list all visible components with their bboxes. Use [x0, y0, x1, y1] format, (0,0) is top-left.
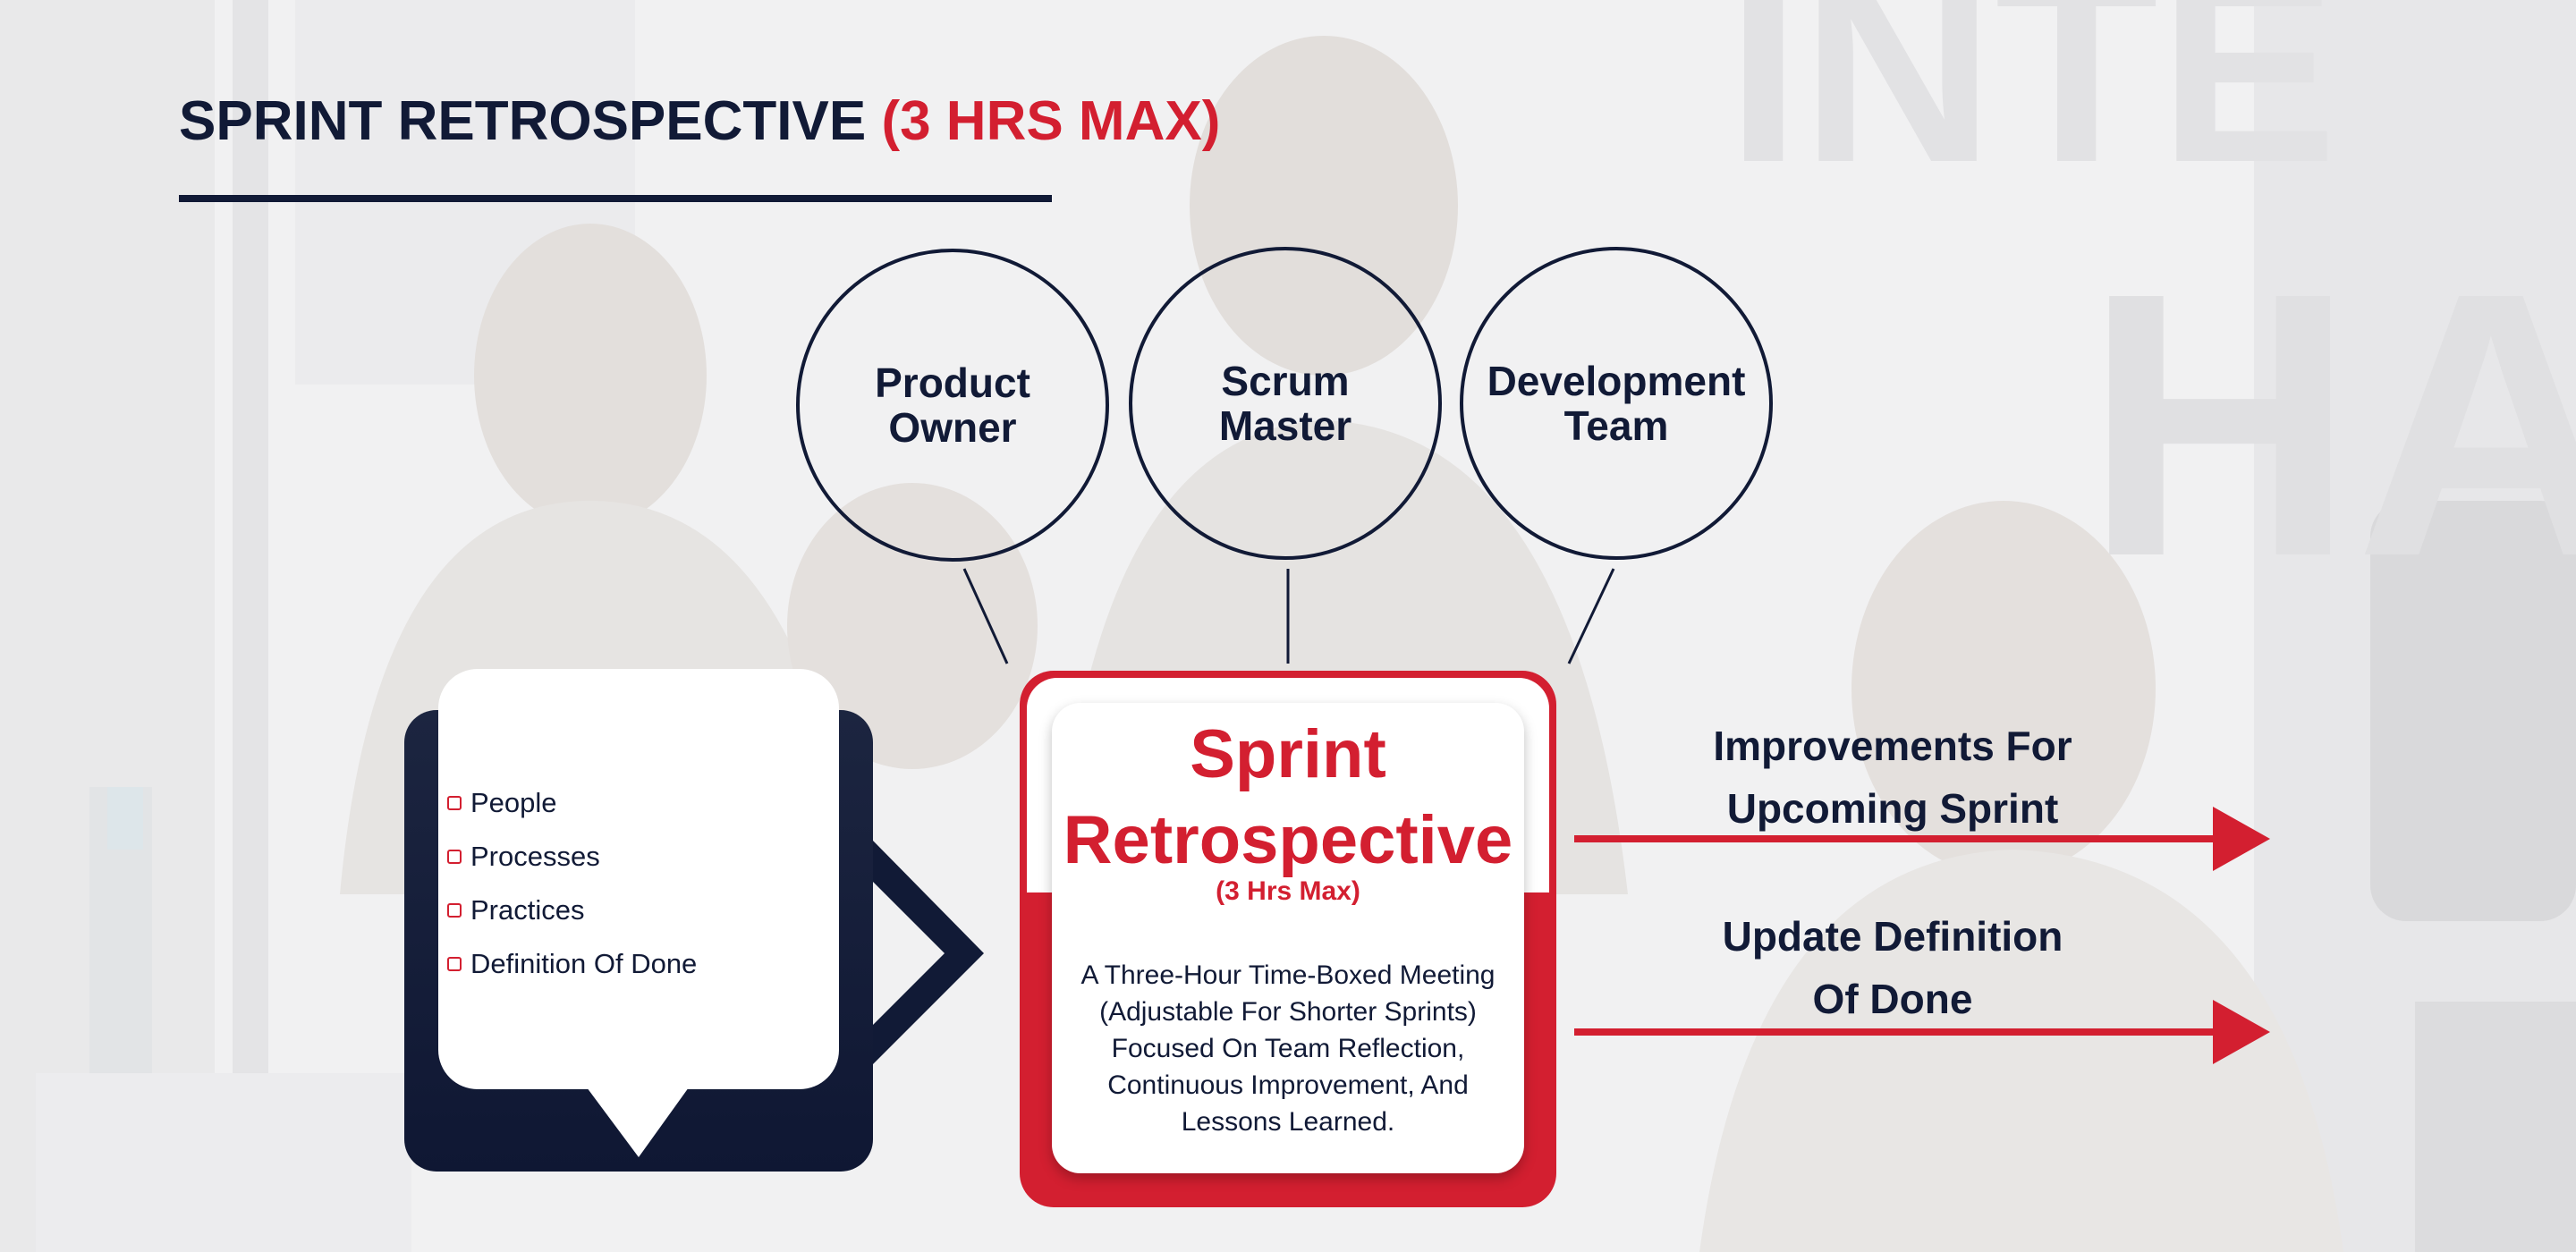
- title-accent: (3 HRS MAX): [881, 90, 1221, 152]
- svg-text:INTE: INTE: [1726, 0, 2337, 218]
- bubble-side-pointer-inner: [873, 882, 945, 1025]
- role-development-team: Development Team: [1460, 247, 1773, 560]
- role-scrum-master-label: Scrum Master: [1218, 358, 1352, 449]
- inputs-bubble: [438, 669, 839, 1089]
- checkbox-icon: [447, 903, 462, 918]
- connector-product-owner: [962, 568, 1009, 664]
- list-item: Processes: [447, 830, 697, 884]
- role-product-owner-label: Product Owner: [875, 360, 1030, 451]
- page-title: SPRINT RETROSPECTIVE (3 HRS MAX): [179, 89, 1220, 153]
- checkbox-icon: [447, 850, 462, 864]
- output-improvements: Improvements For Upcoming Sprint: [1713, 723, 2072, 832]
- event-subtitle: (3 Hrs Max): [1216, 876, 1360, 906]
- arrow-right-icon: [1574, 1000, 2270, 1064]
- arrow-right-icon: [1574, 807, 2270, 871]
- bubble-bottom-tail: [587, 1087, 689, 1157]
- list-item: People: [447, 776, 697, 830]
- checkbox-icon: [447, 796, 462, 810]
- inputs-list: People Processes Practices Definition Of…: [447, 776, 697, 991]
- event-description: A Three-Hour Time-Boxed Meeting (Adjusta…: [1080, 960, 1496, 1137]
- input-item-label: Practices: [470, 894, 585, 926]
- event-title: Sprint Retrospective: [1063, 716, 1513, 878]
- title-main: SPRINT RETROSPECTIVE: [179, 90, 867, 152]
- input-item-label: Processes: [470, 841, 600, 872]
- list-item: Practices: [447, 884, 697, 937]
- list-item: Definition Of Done: [447, 937, 697, 991]
- role-scrum-master: Scrum Master: [1129, 247, 1442, 560]
- input-item-label: Definition Of Done: [470, 948, 698, 979]
- input-item-label: People: [470, 787, 557, 818]
- output-update-definition: Update Definition Of Done: [1722, 913, 2063, 1022]
- title-underline: [179, 195, 1052, 202]
- role-product-owner: Product Owner: [796, 249, 1109, 562]
- svg-text:HA: HA: [2084, 216, 2576, 635]
- event-card: [1052, 703, 1524, 1173]
- connector-development-team: [1567, 568, 1615, 664]
- checkbox-icon: [447, 957, 462, 971]
- role-development-team-label: Development Team: [1487, 358, 1746, 449]
